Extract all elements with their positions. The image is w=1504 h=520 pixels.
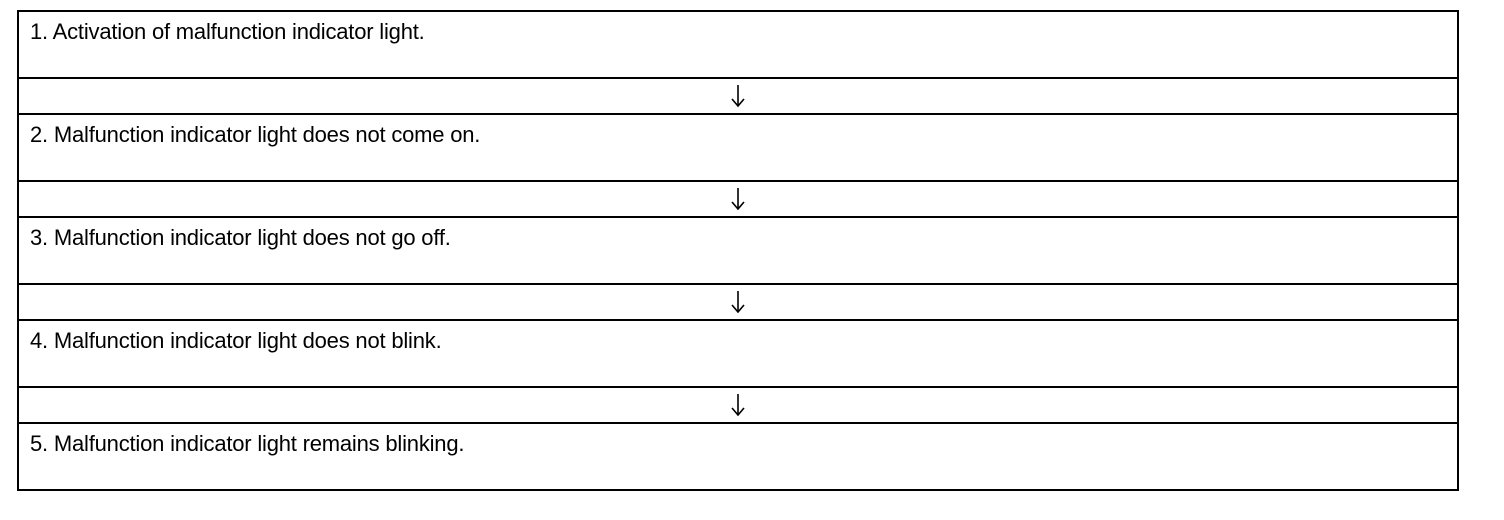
connector-row xyxy=(17,283,1459,321)
flow-step-row: 3. Malfunction indicator light does not … xyxy=(17,216,1459,285)
step-4-label: 4. Malfunction indicator light does not … xyxy=(30,328,442,353)
flow-step-4: 4. Malfunction indicator light does not … xyxy=(17,319,1459,388)
flow-step-row: 5. Malfunction indicator light remains b… xyxy=(17,422,1459,491)
connector-row xyxy=(17,386,1459,424)
arrow-down-icon xyxy=(731,394,745,417)
connector-4 xyxy=(17,386,1459,424)
step-3-label: 3. Malfunction indicator light does not … xyxy=(30,225,451,250)
connector-2 xyxy=(17,180,1459,218)
arrow-down-icon xyxy=(731,188,745,211)
connector-3 xyxy=(17,283,1459,321)
arrow-down-icon xyxy=(731,85,745,108)
connector-1 xyxy=(17,77,1459,115)
flow-step-1: 1. Activation of malfunction indicator l… xyxy=(17,10,1459,79)
flow-step-2: 2. Malfunction indicator light does not … xyxy=(17,113,1459,182)
flow-step-3: 3. Malfunction indicator light does not … xyxy=(17,216,1459,285)
step-1-label: 1. Activation of malfunction indicator l… xyxy=(30,19,425,44)
flow-step-row: 4. Malfunction indicator light does not … xyxy=(17,319,1459,388)
connector-row xyxy=(17,180,1459,218)
flow-step-row: 1. Activation of malfunction indicator l… xyxy=(17,10,1459,79)
flow-step-5: 5. Malfunction indicator light remains b… xyxy=(17,422,1459,491)
flow-step-row: 2. Malfunction indicator light does not … xyxy=(17,113,1459,182)
flowchart-table: 1. Activation of malfunction indicator l… xyxy=(17,10,1459,491)
step-5-label: 5. Malfunction indicator light remains b… xyxy=(30,431,465,456)
connector-row xyxy=(17,77,1459,115)
step-2-label: 2. Malfunction indicator light does not … xyxy=(30,122,481,147)
arrow-down-icon xyxy=(731,291,745,314)
